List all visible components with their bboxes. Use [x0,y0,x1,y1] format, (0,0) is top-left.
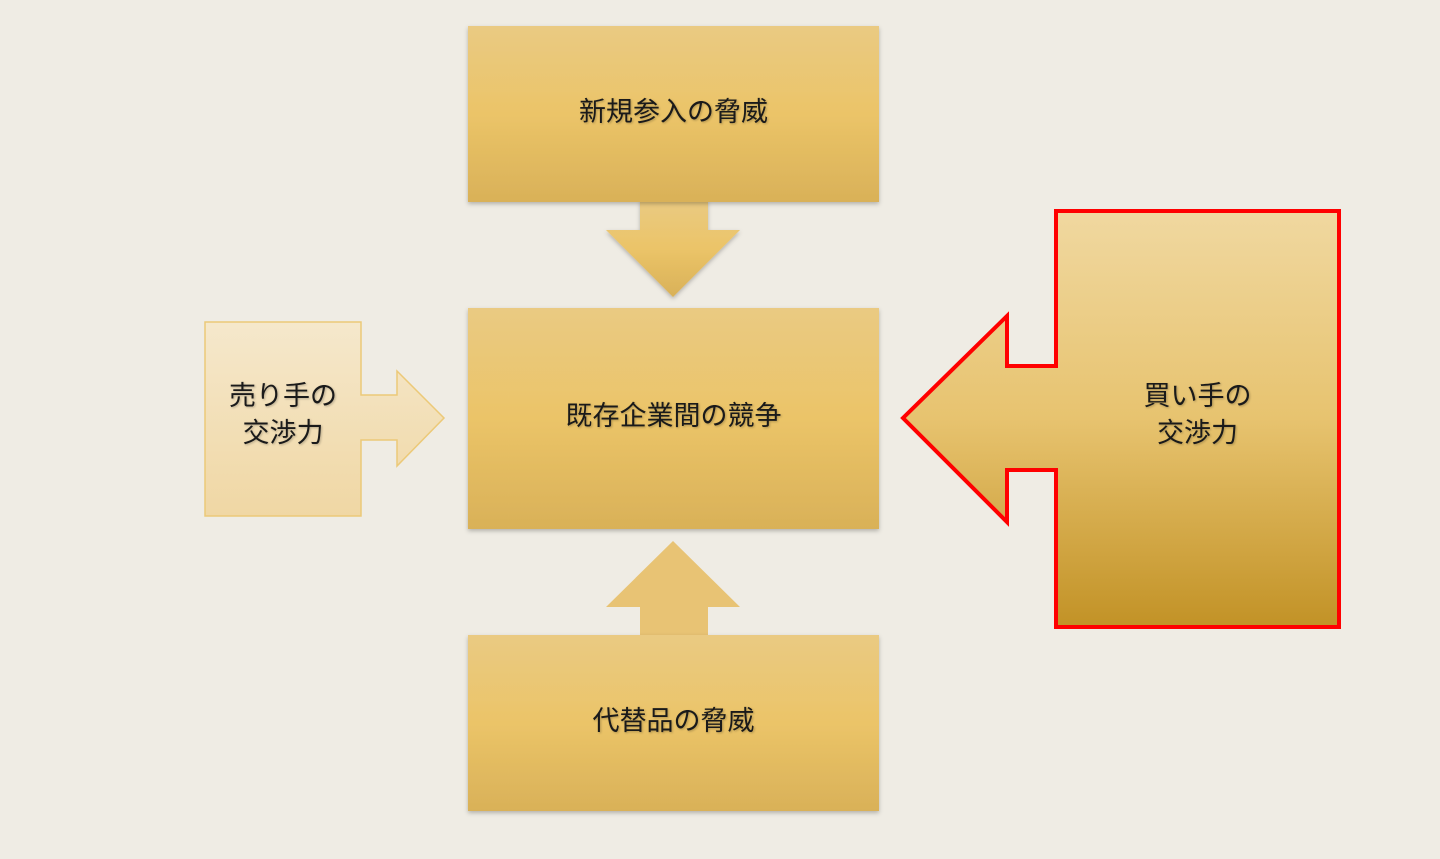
substitutes-box [468,635,879,811]
up-arrow [606,541,740,637]
substitutes-label: 代替品の脅威 [592,706,755,737]
rivalry-box [468,308,879,529]
buyer-power-line2: 交渉力 [1157,418,1238,449]
supplier-power-label: 売り手の 交渉力 [205,378,361,452]
supplier-arrow-shape [204,321,446,517]
supplier-power-line2: 交渉力 [242,418,324,449]
new-entrants-label: 新規参入の脅威 [579,97,768,128]
down-arrow [606,200,740,297]
rivalry-label: 既存企業間の競争 [565,401,782,432]
supplier-power-line1: 売り手の [229,381,337,412]
new-entrants-box [468,26,879,202]
buyer-power-line1: 買い手の [1143,381,1252,412]
buyer-arrow-shape [900,209,1341,629]
buyer-power-label: 買い手の 交渉力 [1056,378,1339,452]
